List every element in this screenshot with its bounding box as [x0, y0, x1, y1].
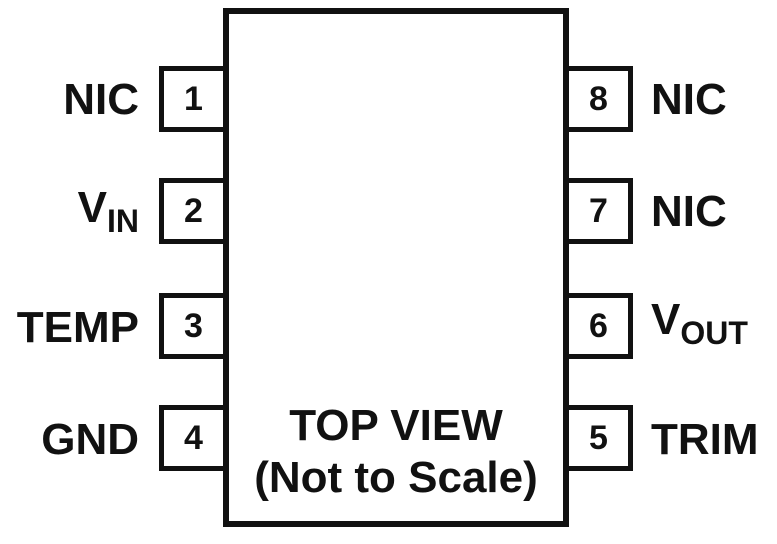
pin-7-number: 7 — [589, 191, 608, 230]
pin-6-label: VOUT — [651, 295, 748, 351]
top-view-label: TOP VIEW — [289, 401, 503, 450]
pin-5-number: 5 — [589, 418, 608, 457]
pin-2-box: 2 — [159, 178, 223, 244]
pin-8-label: NIC — [651, 75, 727, 124]
pin-2-number: 2 — [184, 191, 203, 230]
pin-7-box: 7 — [569, 178, 633, 244]
pin-5-box: 5 — [569, 405, 633, 471]
top-view-caption: TOP VIEW (Not to Scale) — [229, 400, 563, 504]
pin-1-label: NIC — [63, 75, 139, 124]
pin-4-box: 4 — [159, 405, 223, 471]
pin-6-number: 6 — [589, 306, 608, 345]
pin-6-box: 6 — [569, 293, 633, 359]
pin-3-box: 3 — [159, 293, 223, 359]
pin-7-label: NIC — [651, 187, 727, 236]
pin-3-label: TEMP — [16, 303, 139, 352]
pin-2-label: VIN — [77, 183, 139, 239]
pin-1-box: 1 — [159, 66, 223, 132]
pin-5-label: TRIM — [651, 415, 759, 464]
scale-note: (Not to Scale) — [254, 453, 538, 502]
pin-1-number: 1 — [184, 79, 203, 118]
pin-8-number: 8 — [589, 79, 608, 118]
pin-4-label: GND — [41, 415, 139, 464]
pin-4-number: 4 — [184, 418, 203, 457]
package-body — [223, 8, 569, 527]
pin-3-number: 3 — [184, 306, 203, 345]
pin-8-box: 8 — [569, 66, 633, 132]
